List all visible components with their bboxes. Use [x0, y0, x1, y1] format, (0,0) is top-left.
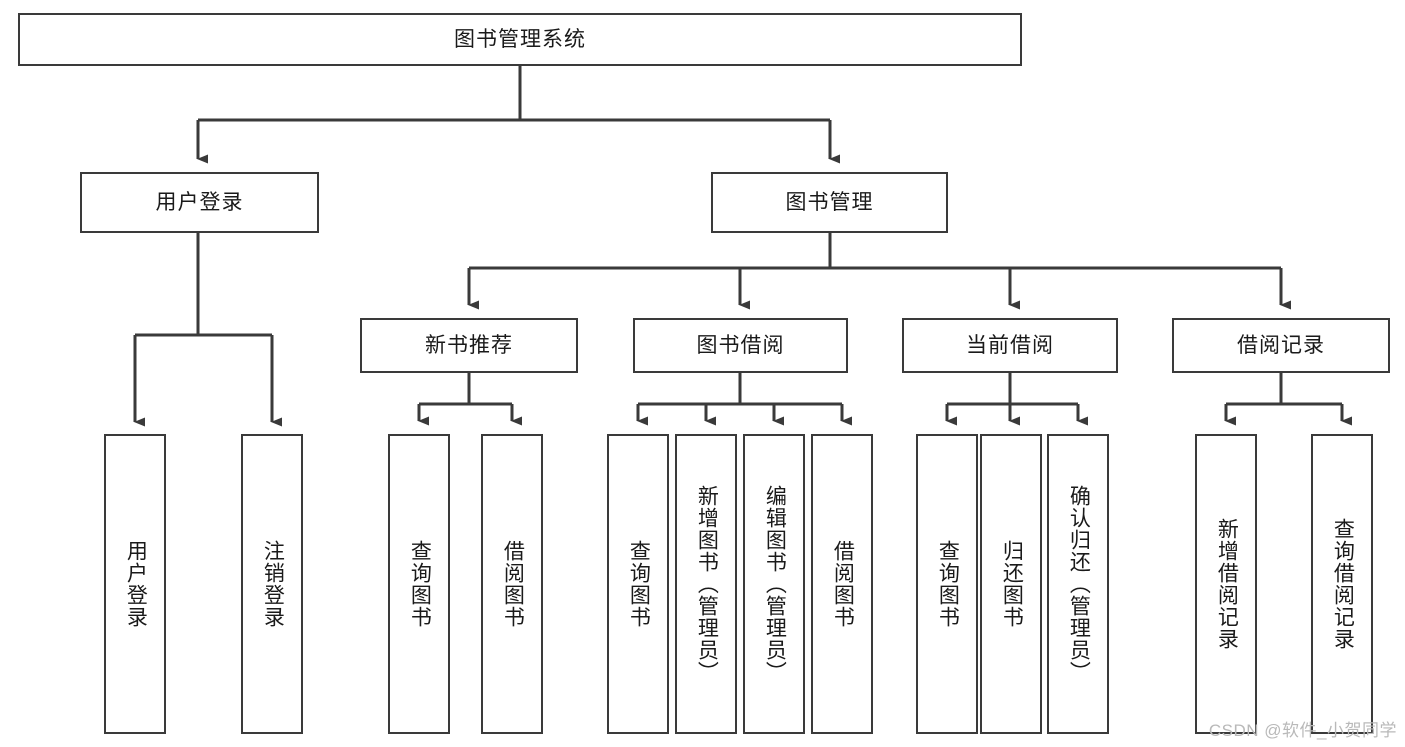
- node-leaf-borrow-book-1[interactable]: 借阅图书: [481, 434, 543, 734]
- csdn-watermark: CSDN @软件_小贺同学: [1208, 721, 1397, 740]
- node-leaf-query-book-2-label: 查询图书: [627, 540, 651, 628]
- node-leaf-query-book-3-label: 查询图书: [936, 540, 960, 628]
- node-book-manage-label: 图书管理: [785, 190, 874, 214]
- node-leaf-query-book-1[interactable]: 查询图书: [388, 434, 450, 734]
- node-user-login-label: 用户登录: [155, 190, 244, 214]
- node-leaf-query-book-2[interactable]: 查询图书: [607, 434, 669, 734]
- node-leaf-logout-login[interactable]: 注销登录: [241, 434, 303, 734]
- node-leaf-borrow-book-2-label: 借阅图书: [831, 540, 855, 628]
- node-borrow-record-label: 借阅记录: [1237, 333, 1325, 357]
- node-leaf-user-login[interactable]: 用户登录: [104, 434, 166, 734]
- node-leaf-return-book[interactable]: 归还图书: [980, 434, 1042, 734]
- node-leaf-borrow-book-1-label: 借阅图书: [501, 540, 525, 628]
- node-leaf-query-book-3[interactable]: 查询图书: [916, 434, 978, 734]
- node-leaf-confirm-return-admin-label: 确认归还（管理员）: [1067, 485, 1091, 683]
- node-leaf-return-book-label: 归还图书: [1000, 540, 1024, 628]
- node-leaf-add-borrow-record-label: 新增借阅记录: [1215, 518, 1239, 650]
- node-borrow-record[interactable]: 借阅记录: [1172, 318, 1390, 373]
- node-root[interactable]: 图书管理系统: [18, 13, 1022, 66]
- node-user-login[interactable]: 用户登录: [80, 172, 319, 233]
- node-leaf-query-book-1-label: 查询图书: [408, 540, 432, 628]
- node-new-book-recommend[interactable]: 新书推荐: [360, 318, 578, 373]
- node-new-book-recommend-label: 新书推荐: [425, 333, 513, 357]
- node-leaf-logout-login-label: 注销登录: [261, 540, 285, 628]
- node-current-borrow[interactable]: 当前借阅: [902, 318, 1118, 373]
- node-leaf-confirm-return-admin[interactable]: 确认归还（管理员）: [1047, 434, 1109, 734]
- node-book-borrow-label: 图书借阅: [696, 333, 785, 357]
- node-leaf-add-book-admin-label: 新增图书（管理员）: [695, 485, 719, 683]
- node-current-borrow-label: 当前借阅: [966, 333, 1054, 357]
- node-leaf-edit-book-admin-label: 编辑图书（管理员）: [763, 485, 787, 683]
- node-leaf-query-borrow-record-label: 查询借阅记录: [1331, 518, 1355, 650]
- node-leaf-user-login-label: 用户登录: [124, 540, 148, 628]
- node-leaf-add-book-admin[interactable]: 新增图书（管理员）: [675, 434, 737, 734]
- node-book-manage[interactable]: 图书管理: [711, 172, 948, 233]
- node-leaf-query-borrow-record[interactable]: 查询借阅记录: [1311, 434, 1373, 734]
- node-leaf-add-borrow-record[interactable]: 新增借阅记录: [1195, 434, 1257, 734]
- node-root-label: 图书管理系统: [454, 27, 586, 51]
- node-leaf-borrow-book-2[interactable]: 借阅图书: [811, 434, 873, 734]
- node-leaf-edit-book-admin[interactable]: 编辑图书（管理员）: [743, 434, 805, 734]
- node-book-borrow[interactable]: 图书借阅: [633, 318, 848, 373]
